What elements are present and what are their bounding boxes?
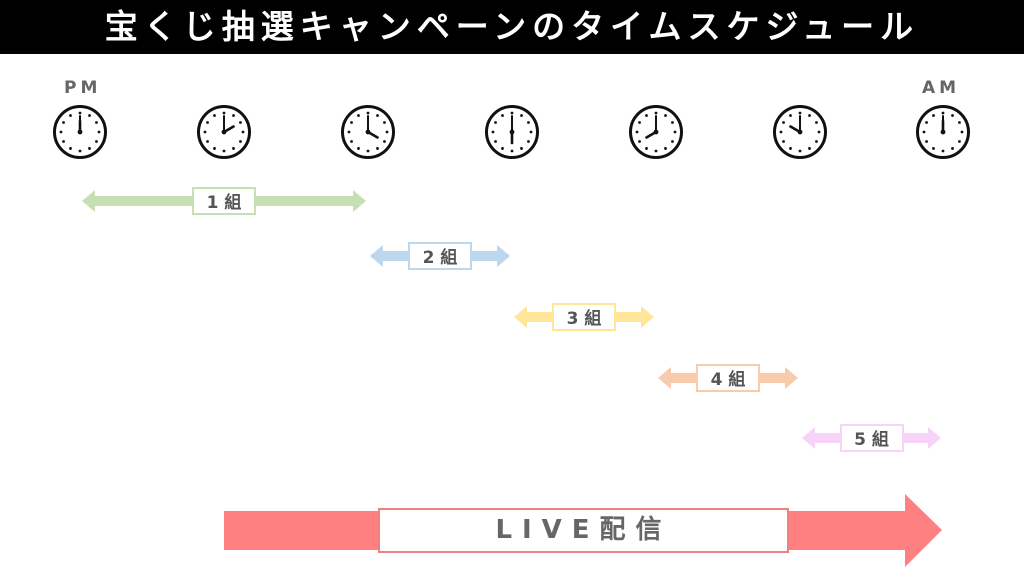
group-label: 4 組 xyxy=(696,364,760,392)
group-label: 2 組 xyxy=(408,242,472,270)
clock-icon xyxy=(773,105,827,159)
group-label: 3 組 xyxy=(552,303,616,331)
clock-icon xyxy=(485,105,539,159)
clock-icon xyxy=(629,105,683,159)
clock-icon xyxy=(916,105,970,159)
page-title: 宝くじ抽選キャンペーンのタイムスケジュール xyxy=(104,7,920,46)
live-label-box: LIVE配信 xyxy=(378,508,789,553)
pm-label: PM xyxy=(64,78,102,98)
clock-icon xyxy=(341,105,395,159)
title-bar xyxy=(0,0,1024,54)
clock-icon xyxy=(197,105,251,159)
am-label: AM xyxy=(922,78,961,98)
clock-icon xyxy=(53,105,107,159)
group-label: 5 組 xyxy=(839,424,904,452)
group-label: 1 組 xyxy=(192,187,256,215)
